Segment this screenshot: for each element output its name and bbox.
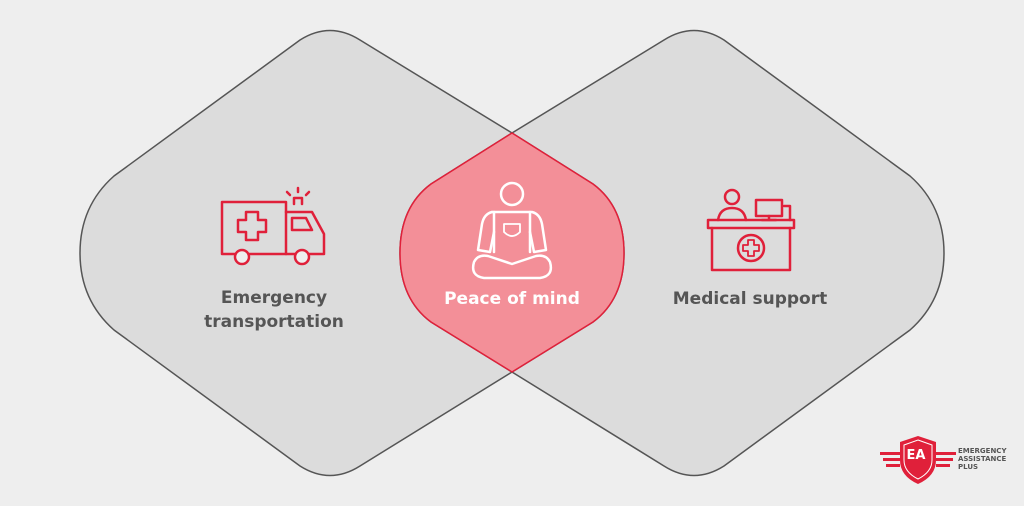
company-logo <box>880 436 956 484</box>
overlap-shape <box>399 132 625 373</box>
logo-wordmark: EMERGENCY ASSISTANCE PLUS <box>958 447 1007 471</box>
logo-text-line-2: ASSISTANCE <box>958 455 1007 463</box>
logo-mark-text: EA <box>906 448 926 463</box>
logo-text-line-3: PLUS <box>958 463 979 471</box>
label-peace-of-mind: Peace of mind <box>444 289 580 309</box>
label-line-1: Emergency <box>220 288 328 308</box>
logo-text-line-1: EMERGENCY <box>958 447 1007 455</box>
ambulance-icon <box>220 186 326 266</box>
label-medical-support: Medical support <box>672 289 828 309</box>
logo-wings-icon <box>880 452 956 467</box>
label-emergency-transportation: Emergency transportation <box>174 286 374 334</box>
label-line-2: transportation <box>204 312 344 332</box>
medical-reception-desk-icon <box>706 188 796 272</box>
meditation-person-icon <box>471 181 553 280</box>
